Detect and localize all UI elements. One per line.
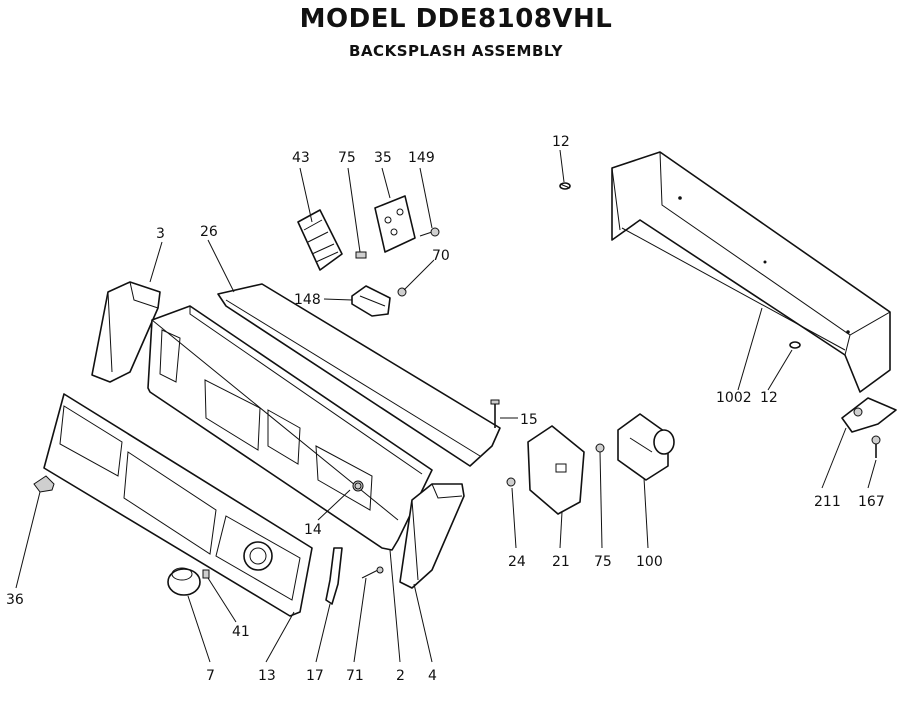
part-4-right-end-cap (399, 483, 465, 589)
callout-100: 100 (636, 554, 663, 570)
callout-21: 21 (552, 554, 570, 570)
callout-43: 43 (292, 150, 310, 166)
part-75-screw-upper (355, 251, 367, 259)
assembly-subtitle: BACKSPLASH ASSEMBLY (349, 42, 563, 60)
callout-70: 70 (432, 248, 450, 264)
part-167-screw (871, 435, 881, 458)
callout-75-lower: 75 (594, 554, 612, 570)
part-26-trim-strip (217, 283, 501, 467)
part-12-nut-lower (789, 341, 801, 349)
part-7-timer-knob (167, 567, 201, 596)
callout-1002: 1002 (716, 390, 752, 406)
callout-13: 13 (258, 668, 276, 684)
callout-167: 167 (858, 494, 885, 510)
part-71-screw (361, 566, 384, 579)
callout-36: 36 (6, 592, 24, 608)
callout-71: 71 (346, 668, 364, 684)
callout-211: 211 (814, 494, 841, 510)
part-36-knob (33, 475, 55, 493)
part-211-bracket (841, 397, 897, 433)
callout-14: 14 (304, 522, 322, 538)
callout-labels: 43 75 35 149 12 3 26 70 148 1002 12 15 1… (6, 134, 885, 684)
callout-149: 149 (408, 150, 435, 166)
part-100-timer (617, 413, 675, 481)
callout-75-upper: 75 (338, 150, 356, 166)
callout-3: 3 (156, 226, 165, 242)
part-35-switch (374, 195, 416, 253)
part-24-screw (506, 477, 516, 487)
part-12-nut-upper (559, 182, 571, 190)
callout-4: 4 (428, 668, 437, 684)
callout-41: 41 (232, 624, 250, 640)
callout-17: 17 (306, 668, 324, 684)
leader-lines (15, 149, 877, 663)
part-13-control-panel (43, 393, 313, 617)
part-43-bracket (297, 209, 343, 271)
part-148-bracket (351, 285, 391, 317)
part-17-socket (325, 547, 343, 605)
part-149-screw (419, 227, 440, 237)
callout-12-upper: 12 (552, 134, 570, 150)
part-41-clip (202, 569, 210, 579)
part-14-nut (354, 482, 362, 490)
part-75-screw-lower (595, 443, 605, 453)
part-3-left-end-cap (91, 281, 161, 383)
part-2-main-frame (147, 305, 433, 551)
callout-35: 35 (374, 150, 392, 166)
part-1002-rear-housing (611, 151, 891, 393)
callout-24: 24 (508, 554, 526, 570)
callout-2: 2 (396, 668, 405, 684)
callout-148: 148 (294, 292, 321, 308)
callout-26: 26 (200, 224, 218, 240)
callout-12-lower: 12 (760, 390, 778, 406)
model-title: MODEL DDE8108VHL (299, 4, 613, 34)
callout-15: 15 (520, 412, 538, 428)
part-21-mounting-plate (527, 425, 585, 515)
part-15-screw (490, 399, 500, 428)
callout-7: 7 (206, 668, 215, 684)
